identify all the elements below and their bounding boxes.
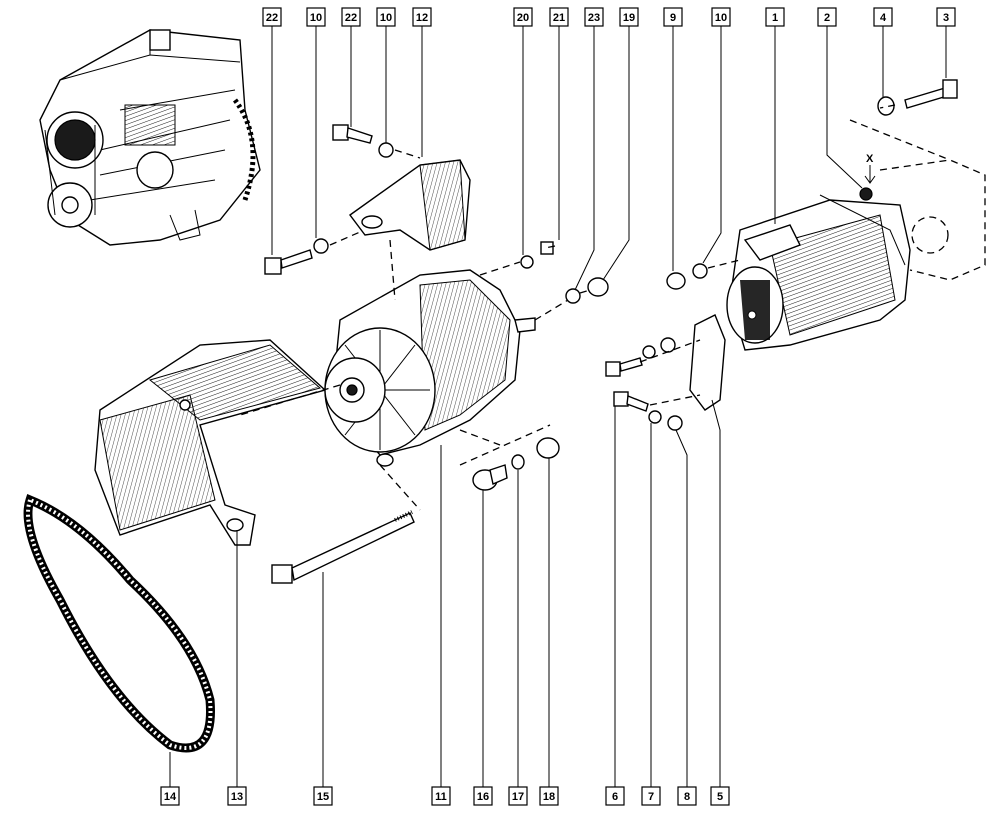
callout-12: 12 bbox=[412, 7, 432, 27]
callout-22: 22 bbox=[341, 7, 361, 27]
callout-22: 22 bbox=[262, 7, 282, 27]
callout-15: 15 bbox=[313, 786, 333, 806]
washer-icon bbox=[660, 337, 676, 353]
callout-10: 10 bbox=[306, 7, 326, 27]
callout-label: 3 bbox=[943, 12, 949, 24]
bolt-icon bbox=[904, 79, 958, 109]
callout-label: 18 bbox=[543, 791, 555, 803]
bolt-icon bbox=[605, 357, 643, 377]
callout-label: 12 bbox=[416, 12, 428, 24]
washer-icon bbox=[692, 263, 708, 279]
long-bolt-icon bbox=[271, 510, 415, 584]
callout-label: 9 bbox=[670, 12, 676, 24]
callout-5: 5 bbox=[710, 786, 730, 806]
leader-lines bbox=[169, 26, 947, 787]
callout-label: 1 bbox=[772, 12, 778, 24]
engine-block-icon bbox=[39, 29, 261, 246]
washer-icon bbox=[642, 345, 656, 359]
callout-label: 5 bbox=[717, 791, 723, 803]
callout-14: 14 bbox=[160, 786, 180, 806]
bolt-icon bbox=[613, 391, 649, 412]
callout-7: 7 bbox=[641, 786, 661, 806]
callout-11: 11 bbox=[431, 786, 451, 806]
detail-marker: X bbox=[866, 153, 874, 165]
callout-label: 14 bbox=[164, 791, 177, 803]
callout-17: 17 bbox=[508, 786, 528, 806]
callout-label: 8 bbox=[684, 791, 690, 803]
callout-label: 10 bbox=[715, 12, 727, 24]
callout-label: 21 bbox=[553, 12, 565, 24]
callout-label: 11 bbox=[435, 791, 447, 803]
washer-icon bbox=[378, 142, 394, 158]
callout-2: 2 bbox=[817, 7, 837, 27]
o-ring-icon bbox=[511, 454, 525, 470]
callout-label: 20 bbox=[517, 12, 529, 24]
callout-18: 18 bbox=[539, 786, 559, 806]
nut-icon bbox=[540, 241, 554, 255]
nut-icon bbox=[859, 187, 873, 201]
callout-label: 22 bbox=[266, 12, 278, 24]
heat-shield-icon bbox=[94, 339, 327, 546]
callout-label: 13 bbox=[231, 791, 243, 803]
callout-8: 8 bbox=[677, 786, 697, 806]
callout-label: 19 bbox=[623, 12, 635, 24]
arrow-down-icon bbox=[864, 165, 876, 184]
flange-outline bbox=[849, 119, 986, 281]
callout-label: 17 bbox=[512, 791, 524, 803]
callout-label: 2 bbox=[824, 12, 830, 24]
assembly-lines bbox=[239, 104, 896, 511]
callout-23: 23 bbox=[584, 7, 604, 27]
drive-belt-icon bbox=[23, 494, 215, 753]
washer-icon bbox=[565, 288, 581, 304]
washer-icon bbox=[313, 238, 329, 254]
callout-label: 23 bbox=[588, 12, 600, 24]
bolt-icon bbox=[332, 124, 373, 144]
nut-icon bbox=[536, 437, 560, 459]
callout-label: 7 bbox=[648, 791, 654, 803]
callout-13: 13 bbox=[227, 786, 247, 806]
callout-label: 15 bbox=[317, 791, 329, 803]
alternator-bracket-icon bbox=[349, 159, 471, 251]
callout-label: 16 bbox=[477, 791, 489, 803]
callout-20: 20 bbox=[513, 7, 533, 27]
hardware-fasteners bbox=[264, 79, 958, 584]
callout-10: 10 bbox=[711, 7, 731, 27]
bushing-icon bbox=[472, 464, 508, 491]
washer-icon bbox=[667, 415, 683, 431]
callout-10: 10 bbox=[376, 7, 396, 27]
callout-4: 4 bbox=[873, 7, 893, 27]
nut-icon bbox=[587, 277, 609, 297]
washer-icon bbox=[520, 255, 534, 269]
callout-label: 10 bbox=[380, 12, 392, 24]
callout-label: 4 bbox=[880, 12, 887, 24]
callout-9: 9 bbox=[663, 7, 683, 27]
callout-label: 10 bbox=[310, 12, 322, 24]
callout-21: 21 bbox=[549, 7, 569, 27]
callout-3: 3 bbox=[936, 7, 956, 27]
callout-19: 19 bbox=[619, 7, 639, 27]
starter-motor-icon bbox=[726, 194, 911, 351]
washer-icon bbox=[648, 410, 662, 424]
washer-icon bbox=[877, 96, 895, 116]
callout-6: 6 bbox=[605, 786, 625, 806]
callout-label: 6 bbox=[612, 791, 618, 803]
nut-icon bbox=[666, 272, 686, 290]
bolt-icon bbox=[264, 249, 313, 275]
callout-label: 22 bbox=[345, 12, 357, 24]
callout-1: 1 bbox=[765, 7, 785, 27]
alternator-icon bbox=[324, 269, 536, 467]
callout-16: 16 bbox=[473, 786, 493, 806]
starter-bracket-icon bbox=[689, 314, 726, 411]
